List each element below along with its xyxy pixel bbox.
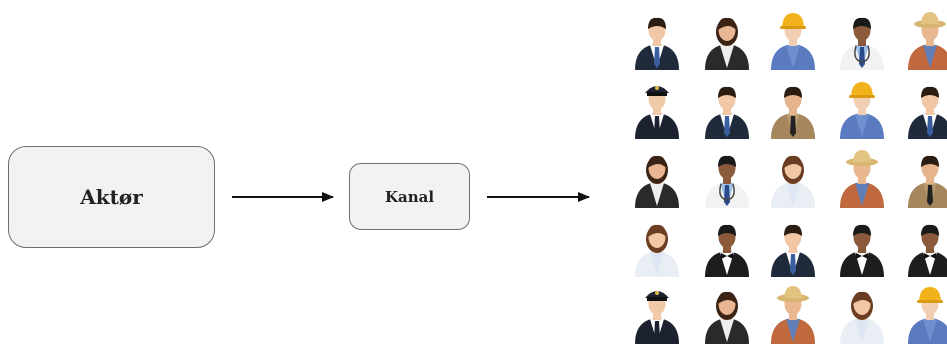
- nurse-icon: [635, 224, 679, 277]
- construction-worker-icon: [908, 287, 947, 344]
- construction-worker-icon: [771, 13, 815, 70]
- waiter-icon: [908, 224, 947, 277]
- nurse-icon: [771, 155, 815, 208]
- businesswoman-icon: [705, 17, 749, 70]
- doctor-icon: [840, 17, 884, 70]
- businesswoman-icon: [635, 155, 679, 208]
- channel-box: Kanal: [349, 163, 470, 230]
- channel-label: Kanal: [384, 187, 435, 206]
- farmer-icon: [840, 150, 884, 208]
- farmer-icon: [908, 12, 947, 70]
- police-officer-icon: [908, 155, 947, 208]
- businessman-icon: [908, 86, 947, 139]
- businessman-icon: [771, 224, 815, 277]
- businessman-icon: [705, 86, 749, 139]
- waiter-icon: [705, 224, 749, 277]
- pilot-icon: [635, 86, 679, 139]
- farmer-icon: [771, 286, 815, 344]
- actor-label: Aktør: [80, 185, 143, 209]
- businesswoman-icon: [705, 291, 749, 344]
- actor-box: Aktør: [8, 146, 215, 248]
- nurse-icon: [840, 291, 884, 344]
- construction-worker-icon: [840, 82, 884, 139]
- doctor-icon: [705, 155, 749, 208]
- waiter-icon: [840, 224, 884, 277]
- pilot-icon: [635, 291, 679, 344]
- police-officer-icon: [771, 86, 815, 139]
- businessman-icon: [635, 17, 679, 70]
